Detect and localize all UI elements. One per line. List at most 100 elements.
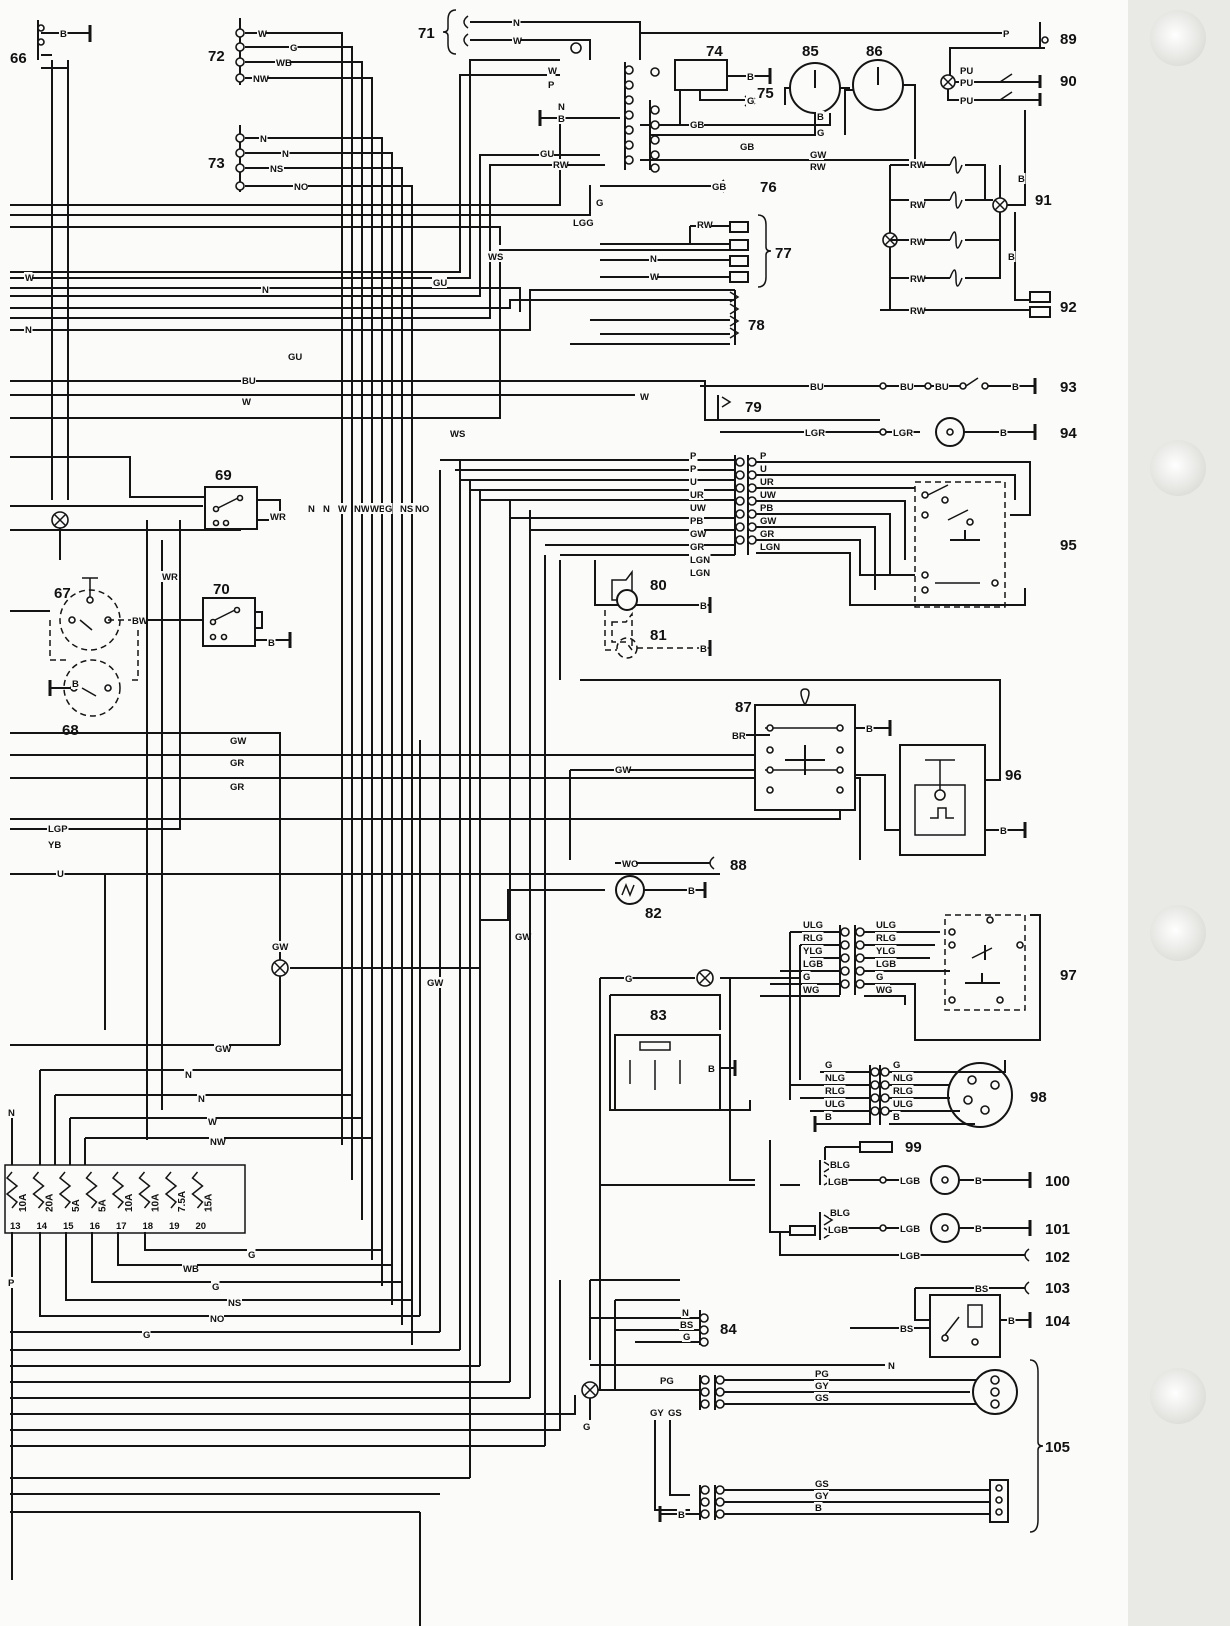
wire-code: GW xyxy=(215,1044,231,1055)
wire-code: N xyxy=(8,1108,15,1119)
relay-83: 83 xyxy=(609,994,751,1111)
wire-code: LGB xyxy=(876,959,896,970)
wire-code: BLG xyxy=(830,1208,850,1219)
wire-code: NLG xyxy=(893,1073,913,1084)
fuse-number: 15 xyxy=(63,1221,74,1232)
wire-code: W xyxy=(208,1117,217,1128)
wire-code: BS xyxy=(680,1320,693,1331)
component-66-label: 66 xyxy=(10,50,27,67)
wire-code: GR xyxy=(230,758,244,769)
fuse-rating: 15A xyxy=(204,1194,215,1212)
horn-68: 68 xyxy=(48,659,121,739)
wire-code: B xyxy=(825,1112,832,1123)
wire-code: RLG xyxy=(876,933,896,944)
wire-code: GS xyxy=(815,1479,829,1490)
fuse-number: 16 xyxy=(90,1221,101,1232)
component-98-label: 98 xyxy=(1030,1089,1047,1106)
wire-code: W xyxy=(338,504,347,515)
motor-82: 82 xyxy=(615,875,707,922)
wire-code: P xyxy=(1003,29,1010,40)
wire-code: RW xyxy=(810,162,826,173)
wire-code: B xyxy=(975,1176,982,1187)
fuse-number: 17 xyxy=(116,1221,127,1232)
wire-code: U xyxy=(57,869,64,880)
component-89-label: 89 xyxy=(1060,31,1077,48)
multi-connector-top xyxy=(624,62,660,173)
component-94-label: 94 xyxy=(1060,425,1077,442)
component-70-label: 70 xyxy=(213,581,230,598)
wire-code: BU xyxy=(900,382,914,393)
fuse-box xyxy=(4,1164,246,1234)
wire-code: B xyxy=(1012,382,1019,393)
wire-code: N xyxy=(513,18,520,29)
wire-code: PU xyxy=(960,78,973,89)
binder-hole xyxy=(1150,1368,1206,1424)
wire-code: RLG xyxy=(803,933,823,944)
wire-code: NO xyxy=(210,1314,224,1325)
fuse-symbol xyxy=(5,1171,19,1209)
wire-code: WB xyxy=(183,1264,199,1275)
wire-code: N xyxy=(262,285,269,296)
wire-code: GW xyxy=(615,765,631,776)
wire-code: NW xyxy=(210,1137,226,1148)
switch-97: 97 xyxy=(760,914,1077,1100)
fuse-symbol xyxy=(191,1171,204,1209)
wire-code: LGN xyxy=(690,568,710,579)
connector-72: 72 xyxy=(208,18,245,85)
wire-code: BS xyxy=(900,1324,913,1335)
component-74-label: 74 xyxy=(706,43,723,60)
wire-code: WB xyxy=(276,58,292,69)
wire-code: LGB xyxy=(900,1176,920,1187)
wire-code: YLG xyxy=(803,946,823,957)
wire-code: GY xyxy=(815,1381,829,1392)
wire-code: WG xyxy=(876,985,892,996)
wire-code: G xyxy=(803,972,810,983)
fuse-symbol xyxy=(58,1171,72,1209)
wire-code: W xyxy=(258,29,267,40)
wire-code: B xyxy=(1000,428,1007,439)
wire-code: PU xyxy=(960,96,973,107)
switch-69: 69 xyxy=(204,467,281,530)
wire-code: B xyxy=(975,1224,982,1235)
connector-71: 71 xyxy=(418,9,1005,60)
component-76-label: 76 xyxy=(760,179,777,196)
wiring-harness xyxy=(10,32,1001,1626)
wire-code: NLG xyxy=(825,1073,845,1084)
wire-code: N xyxy=(650,254,657,265)
wire-code: BU xyxy=(242,376,256,387)
component-97-label: 97 xyxy=(1060,967,1077,984)
wire-code: GW xyxy=(427,978,443,989)
component-100-label: 100 xyxy=(1045,1173,1070,1190)
wire-code: RW xyxy=(697,220,713,231)
wire-code: N xyxy=(260,134,267,145)
wire-code: B xyxy=(700,601,707,612)
wire-code: NW xyxy=(253,74,269,85)
wire-code: B xyxy=(1008,252,1015,263)
horn-81: 81 xyxy=(604,610,712,659)
wire-code: GW xyxy=(810,150,826,161)
wire-code: G xyxy=(385,504,392,515)
component-69-label: 69 xyxy=(215,467,232,484)
wire-code: G xyxy=(583,1422,590,1433)
wire-code: GU xyxy=(288,352,302,363)
relay-87: 87 xyxy=(735,688,892,811)
component-75-label: 75 xyxy=(757,85,774,102)
wire-code: GS xyxy=(815,1393,829,1404)
wire-code: B xyxy=(747,72,754,83)
wire-code: NS xyxy=(228,1298,241,1309)
wire-code: NO xyxy=(415,504,429,515)
component-82-label: 82 xyxy=(645,905,662,922)
wire-code: UW xyxy=(690,503,706,514)
wire-code: GR xyxy=(230,782,244,793)
component-77-label: 77 xyxy=(775,245,792,262)
wire-code: G xyxy=(625,974,632,985)
wire-code: NS xyxy=(270,164,283,175)
wire-code: RW xyxy=(910,237,926,248)
component-104-label: 104 xyxy=(1045,1313,1071,1330)
wire-code: BW xyxy=(132,616,148,627)
wire-code: B xyxy=(893,1112,900,1123)
wire-code: GB xyxy=(712,182,726,193)
component-91-label: 91 xyxy=(1035,192,1052,209)
wire-code: B xyxy=(60,29,67,40)
